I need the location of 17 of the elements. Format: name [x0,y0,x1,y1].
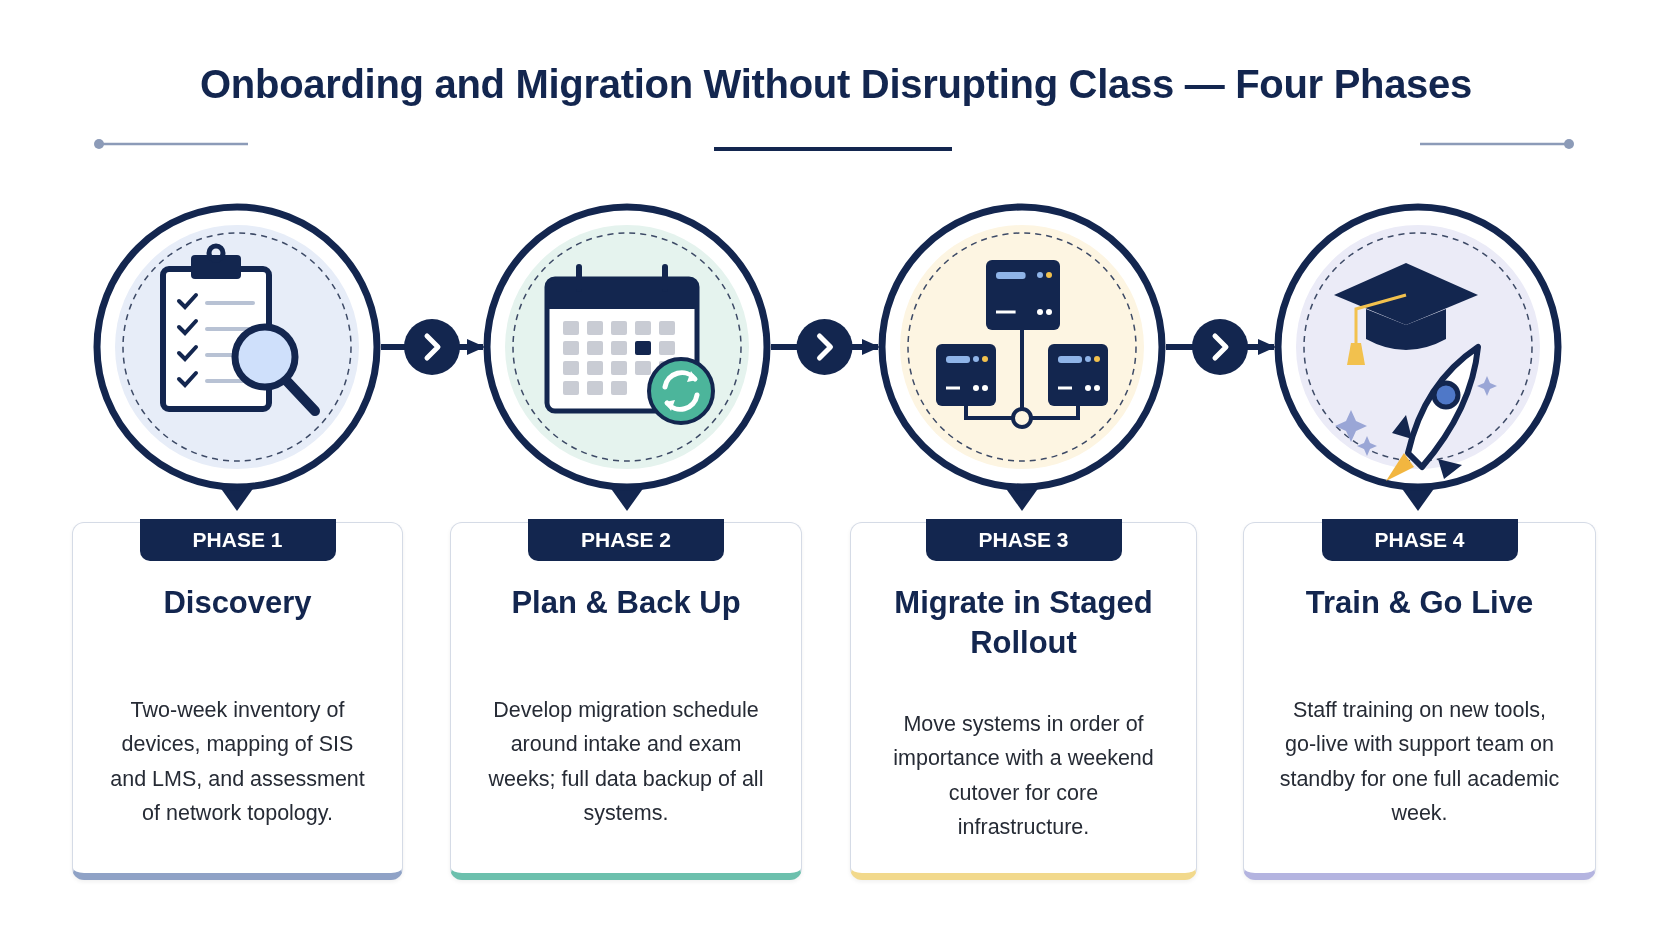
phase-description: Two-week inventory of devices, mapping of SIS and LMS, and assessment of network topology. [109,697,366,828]
phase-card [450,522,802,880]
phase-card [850,522,1197,880]
phase-badge: PHASE 2 [528,519,724,561]
phase-title: Discovery [162,584,313,622]
phase-card [72,522,403,880]
phase-badge: PHASE 4 [1321,519,1518,561]
phase-card [1243,522,1596,880]
phase-title: Plan & Back Up [510,584,742,622]
phase-badge: PHASE 1 [139,519,336,561]
phase-description: Develop migration schedule around intake and exam weeks; full data backup of all systems. [487,697,765,828]
phase-description: Move systems in order of importance with a weekend cutover for core infrastructure. [892,711,1155,842]
phase-description: Staff training on new tools, go-live with support team on standby for one full academic week. [1278,697,1561,828]
title: Onboarding and Migration Without Disrupting Class — Four Phases [199,62,1473,107]
phase-title: Train & Go Live [1304,584,1535,622]
phase-badge: PHASE 3 [925,519,1122,561]
phase-title: Migrate in Staged Rollout [893,584,1154,663]
